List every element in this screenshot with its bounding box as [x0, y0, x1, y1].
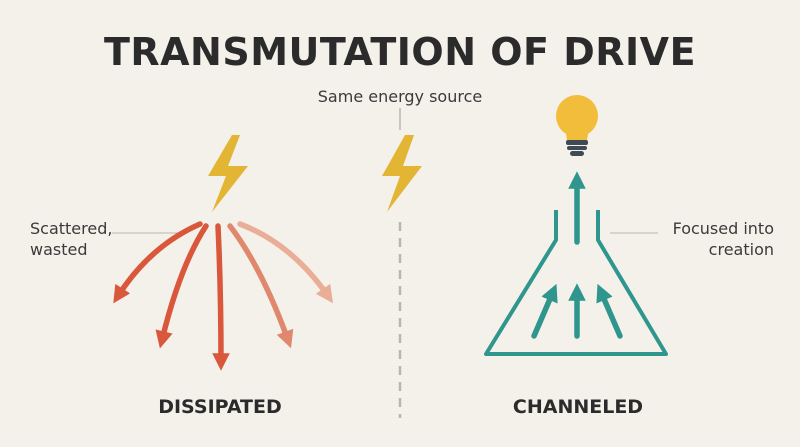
focused-caption-line-2: creation	[708, 240, 774, 259]
lightning-bolt-icon	[208, 135, 248, 212]
scattered-arrow	[237, 221, 334, 304]
scattered-caption-line-1: Scattered,	[30, 219, 113, 238]
lightning-bolt-icon	[382, 135, 422, 212]
scattered-caption-line-2: wasted	[30, 240, 88, 259]
dissipated-label: DISSIPATED	[158, 396, 282, 418]
inner-arrow	[596, 283, 623, 339]
source-caption: Same energy source	[317, 87, 483, 106]
scattered-caption: Scattered, wasted	[30, 218, 112, 260]
inner-arrow	[531, 283, 558, 339]
funnel-outline	[484, 210, 668, 356]
scattered-arrow	[227, 223, 294, 349]
scattered-arrow	[113, 221, 203, 304]
scattered-arrow	[155, 223, 209, 349]
scattered-arrows	[113, 221, 334, 371]
focused-caption-line-1: Focused into	[672, 219, 774, 238]
channeled-label: CHANNELED	[512, 396, 644, 418]
diagram-title: TRANSMUTATION OF DRIVE	[103, 30, 697, 74]
lightbulb-icon	[556, 95, 598, 156]
focused-caption: Focused into creation	[640, 218, 774, 260]
scattered-arrow	[212, 223, 230, 371]
channel-arrows	[531, 171, 623, 339]
